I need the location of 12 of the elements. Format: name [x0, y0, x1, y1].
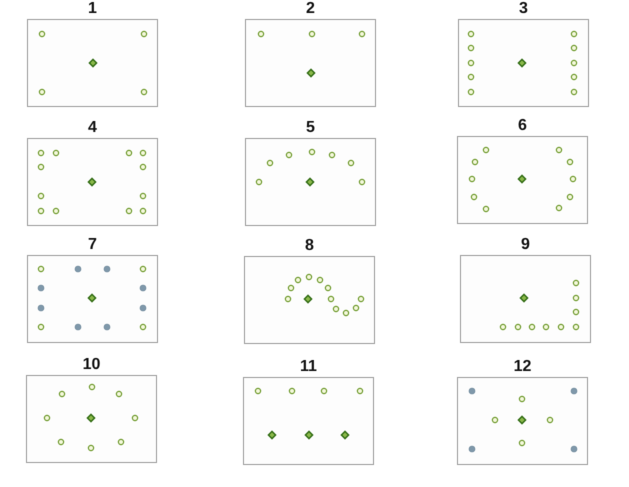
panel-number: 4	[88, 119, 97, 137]
panel-number: 5	[306, 119, 315, 137]
panel-number: 1	[88, 0, 97, 18]
panel-number: 3	[519, 0, 528, 18]
panel-number: 7	[88, 236, 97, 254]
panel-number: 2	[306, 0, 315, 18]
panel-number: 9	[521, 236, 530, 254]
panel-number: 8	[305, 237, 314, 255]
panel-number: 12	[514, 358, 532, 376]
panel-number: 6	[518, 117, 527, 135]
panel-number: 11	[300, 358, 317, 376]
panel-number: 10	[82, 356, 100, 374]
